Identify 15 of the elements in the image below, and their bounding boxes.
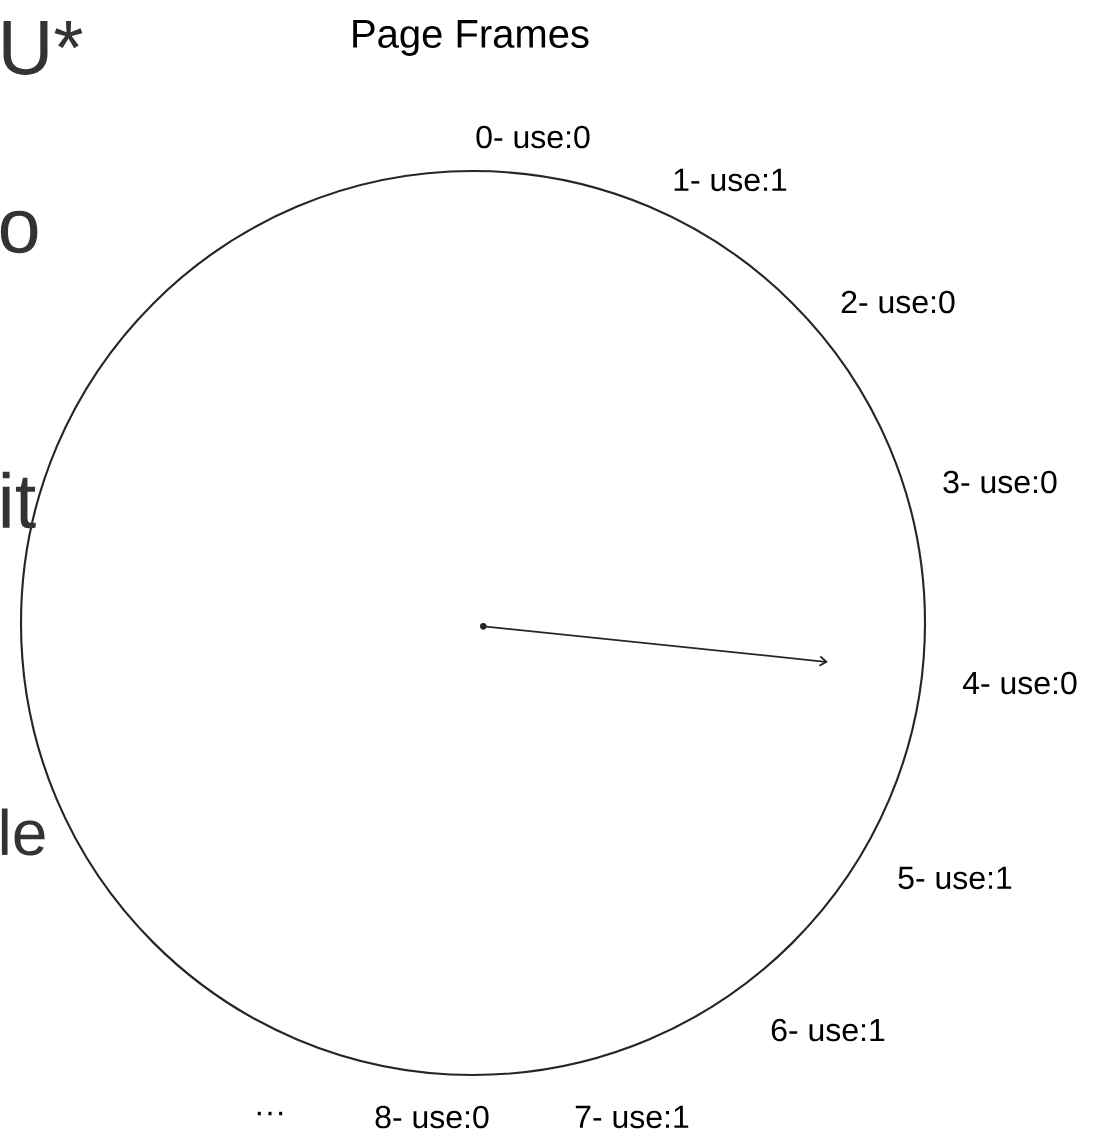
frame-label: 5- use:1 (898, 866, 1012, 890)
slide-text: U* (3, 21, 83, 75)
frame-label: 1- use:1 (674, 168, 787, 192)
slide-text: o (0, 210, 38, 254)
frame-label: 4- use:0 (962, 671, 1077, 695)
frame-label: 3- use:0 (943, 470, 1057, 494)
frame-label: 0- use:0 (476, 125, 590, 149)
title: Page Frames (353, 20, 589, 56)
frame-label: 2- use:0 (841, 290, 955, 314)
frame-label: 8- use:0 (375, 1105, 489, 1129)
frame-label: 6- use:1 (771, 1018, 885, 1042)
slide-text: le (1, 808, 45, 856)
slide-text: it (2, 471, 36, 529)
frame-label: 7- use:1 (575, 1105, 689, 1129)
frame-label: ··· (257, 1111, 283, 1116)
